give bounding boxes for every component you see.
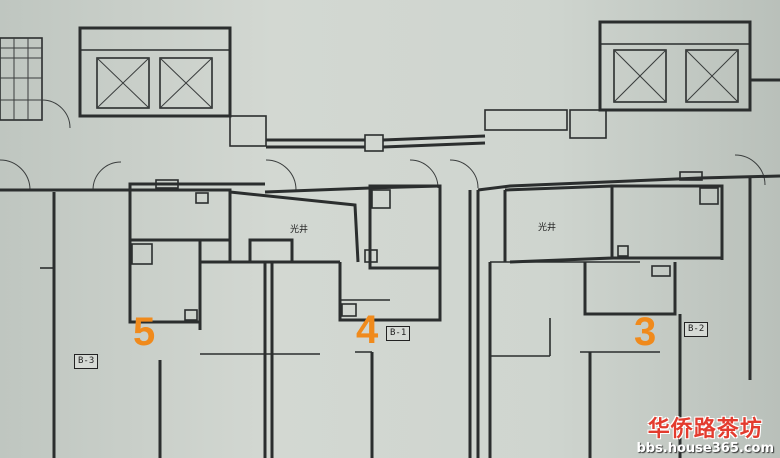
- unit-number-3: 3: [634, 310, 657, 354]
- room-label-light-well-left: 光井: [290, 225, 309, 235]
- elevator-block-left: [78, 26, 267, 147]
- unit-number-5: 5: [133, 310, 156, 354]
- room-label-light-well-right: 光井: [538, 223, 557, 233]
- unit-tag-b3: B-3: [74, 354, 99, 369]
- watermark-brand: 华侨路茶坊: [647, 417, 763, 442]
- watermark-url: bbs.house365.com: [636, 441, 774, 456]
- unit-tag-b2: B-2: [684, 322, 709, 337]
- unit-tag-b1: B-1: [386, 326, 411, 341]
- main-walls: [0, 171, 780, 458]
- left-stair-block: [0, 37, 71, 191]
- unit-number-4: 4: [356, 308, 379, 352]
- watermark: 华侨路茶坊 bbs.house365.com: [636, 418, 774, 456]
- corridor: [92, 134, 766, 191]
- elevator-block-right: [484, 20, 780, 139]
